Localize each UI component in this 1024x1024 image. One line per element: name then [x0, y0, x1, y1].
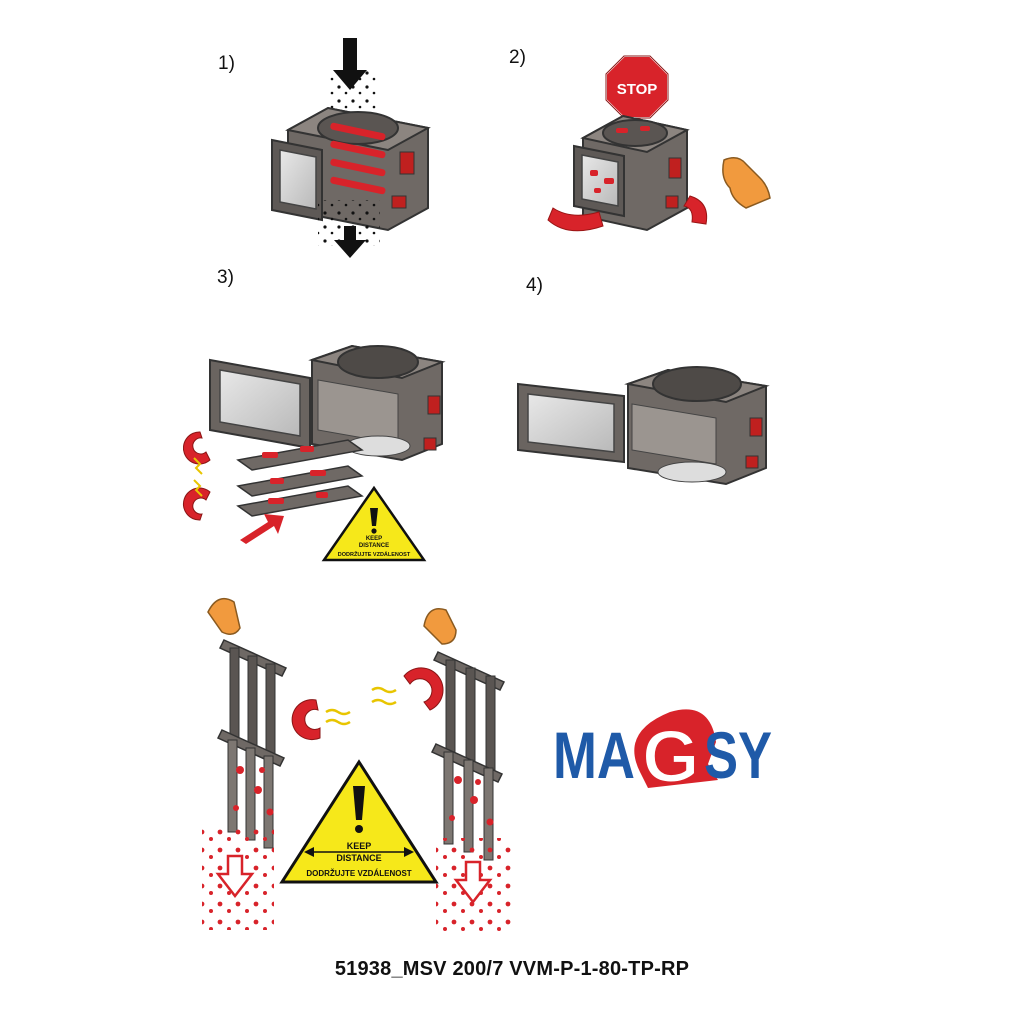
warning-large-line2: DISTANCE [336, 853, 381, 863]
step3-magnet-top-icon [182, 431, 211, 465]
product-code-caption: 51938_MSV 200/7 VVM-P-1-80-TP-RP [334, 958, 690, 980]
warning-large-line3: DODRŽUJTE VZDÁLENOST [306, 869, 411, 878]
operator-hand-icon [722, 157, 771, 209]
warning-large: KEEP DISTANCE DODRŽUJTE VZDÁLENOST [279, 759, 439, 884]
left-hand-icon [207, 597, 241, 635]
magsy-logo-right: SY [704, 718, 772, 792]
right-down-arrow-icon [453, 860, 493, 905]
step3-open-housing: KEEP DISTANCE DODRŽUJTE VZDÁLENOST [182, 344, 446, 562]
step1-lever-bottom [391, 195, 407, 209]
step3-magnet-bottom-icon [182, 487, 211, 521]
step-number-4: 4) [526, 275, 543, 296]
step1-magnet-bars [330, 122, 386, 195]
warning-small-line2: DISTANCE [359, 543, 389, 549]
magsy-logo-left: MA [553, 718, 635, 792]
warning-small-line3: DODRŽUJTE VZDÁLENOST [338, 550, 411, 558]
warning-large-line1: KEEP [347, 841, 372, 851]
step1-sight-glass [279, 149, 317, 210]
left-down-arrow-icon [215, 854, 255, 899]
right-field-icon [371, 686, 397, 706]
cleaning-left [202, 597, 351, 930]
left-field-icon [325, 708, 351, 726]
step-number-1: 1) [218, 53, 235, 74]
right-rack-particles [449, 776, 494, 826]
step2-stop-open: STOP [547, 55, 771, 232]
step3-magnet-rack [236, 439, 364, 517]
inflow-arrow-icon [333, 38, 367, 90]
step4-empty-housing [517, 366, 770, 486]
left-rack-particles [233, 766, 274, 816]
outflow-arrow-icon [334, 226, 366, 258]
step1-housing-flow [271, 38, 431, 258]
step2-captured-particles [590, 126, 650, 193]
warning-large-triangle [279, 759, 439, 884]
step1-lever-top [399, 151, 415, 175]
step3-pull-out-arrow-icon [240, 514, 284, 544]
rotate-arrow-right-icon [683, 195, 708, 225]
rotate-arrow-left-icon [547, 207, 604, 232]
left-magnet-icon [291, 699, 321, 741]
warning-small: KEEP DISTANCE DODRŽUJTE VZDÁLENOST [321, 485, 427, 562]
magsy-logo-swoosh [634, 709, 718, 788]
magsy-logo-g: G [642, 715, 700, 798]
cleaning-right [371, 608, 512, 934]
step-number-3: 3) [217, 267, 234, 288]
magsy-logo: MA G SY [553, 709, 772, 799]
warning-large-exclamation-icon [353, 786, 365, 820]
step-number-2: 2) [509, 47, 526, 68]
step3-magnetic-field-icon [193, 457, 203, 497]
warning-small-line1: KEEP [366, 536, 382, 542]
right-hand-icon [423, 608, 457, 645]
right-magnet-icon [403, 667, 444, 711]
warning-small-exclamation-icon [370, 508, 378, 526]
stop-sign-label: STOP [617, 81, 658, 98]
